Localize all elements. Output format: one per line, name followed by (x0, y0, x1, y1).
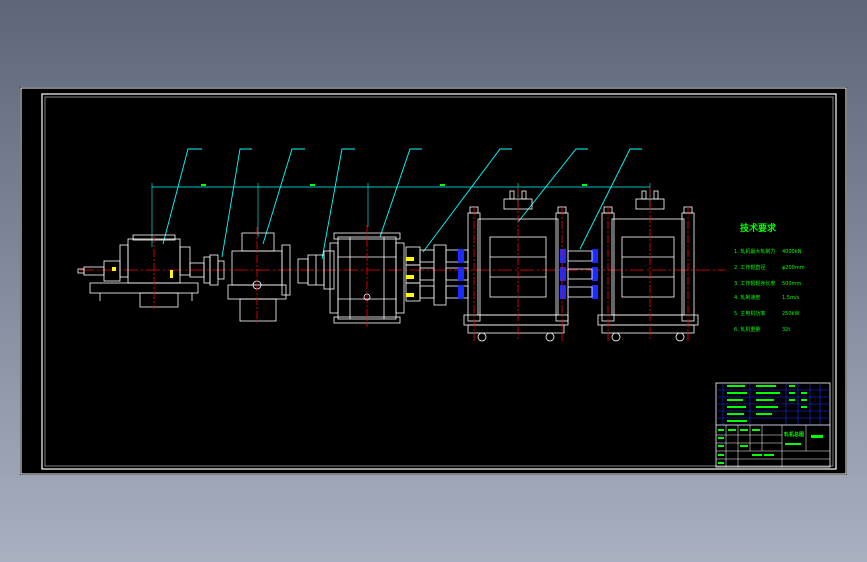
reducer (227, 227, 291, 323)
gear-stand (329, 225, 405, 327)
leader-lines (162, 148, 642, 260)
spindles (405, 244, 469, 306)
tech-req-value-2: φ200mm (782, 265, 805, 271)
parts-list-grid (716, 383, 830, 426)
tech-req-item-1: 1. 轧机最大轧制力 (734, 248, 775, 255)
tech-req-value-5: 250kW (782, 311, 799, 317)
tech-req-value-1: 4000kN (782, 249, 802, 255)
tech-req-item-2: 2. 工作辊直径 (734, 264, 765, 271)
main-motor (77, 234, 211, 309)
drawing-sheet: 技术要求 1. 轧机最大轧制力 2. 工作辊直径 3. 工作辊辊身长度 4. 轧… (20, 87, 847, 475)
drawing-title: 轧机总图 (784, 431, 804, 438)
outer-frame (20, 87, 847, 475)
title-block-grid (716, 425, 830, 467)
coupling-blocks (458, 249, 598, 299)
inner-frame-2 (44, 96, 834, 467)
tech-req-value-3: 500mm (782, 281, 801, 287)
rolling-stand-2 (597, 187, 699, 342)
inner-frame (41, 93, 837, 470)
tech-req-title: 技术要求 (740, 222, 777, 234)
stand-couplings (567, 250, 593, 298)
tech-req-item-5: 5. 主电机功率 (734, 310, 765, 317)
tech-req-item-6: 6. 轧机重量 (734, 326, 760, 333)
title-block: 轧机总图 (715, 382, 831, 468)
cad-drawing: 技术要求 1. 轧机最大轧制力 2. 工作辊直径 3. 工作辊辊身长度 4. 轧… (20, 87, 847, 475)
tech-req-value-6: 32t (782, 327, 790, 333)
parts-list-text-marks (727, 385, 807, 422)
coupling-2 (297, 250, 335, 290)
title-block-text-marks (718, 429, 823, 464)
tech-req-item-4: 4. 轧制速度 (734, 294, 760, 301)
rolling-stand-1 (463, 187, 569, 342)
tech-req-item-3: 3. 工作辊辊身长度 (734, 280, 775, 287)
dimension-chain (151, 183, 651, 247)
tech-req-value-4: 1.5m/s (782, 295, 800, 301)
coupling-1 (209, 254, 225, 286)
tech-requirements: 技术要求 1. 轧机最大轧制力 2. 工作辊直径 3. 工作辊辊身长度 4. 轧… (734, 222, 805, 333)
